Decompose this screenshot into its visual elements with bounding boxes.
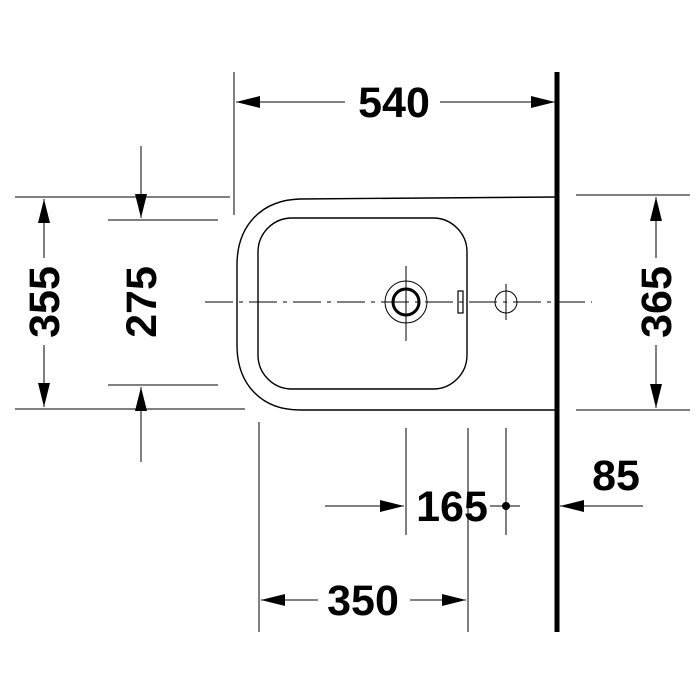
fixing-point-icon bbox=[502, 502, 510, 510]
dim-275-group: 275 bbox=[108, 146, 218, 462]
dim-355-group: 355 bbox=[15, 196, 245, 410]
dim-165-label: 165 bbox=[416, 483, 488, 531]
dim-365-label: 365 bbox=[633, 266, 681, 338]
dim-540-label: 540 bbox=[358, 79, 430, 127]
dim-85-group: 85 bbox=[560, 452, 643, 512]
overflow-slot bbox=[457, 290, 464, 314]
tap-hole-icon bbox=[494, 284, 518, 320]
drain-icon bbox=[384, 266, 428, 341]
dim-540-group: 540 bbox=[233, 72, 555, 215]
bowl-outline bbox=[257, 217, 468, 390]
dim-85-label: 85 bbox=[592, 452, 640, 500]
dim-350-group: 350 bbox=[261, 577, 466, 625]
dim-365-group: 365 bbox=[576, 194, 690, 411]
dim-165-group: 165 bbox=[325, 483, 520, 531]
dim-355-label: 355 bbox=[21, 266, 69, 338]
dim-275-label: 275 bbox=[118, 266, 166, 338]
bidet-outline bbox=[236, 196, 558, 411]
dim-350-label: 350 bbox=[327, 577, 399, 625]
